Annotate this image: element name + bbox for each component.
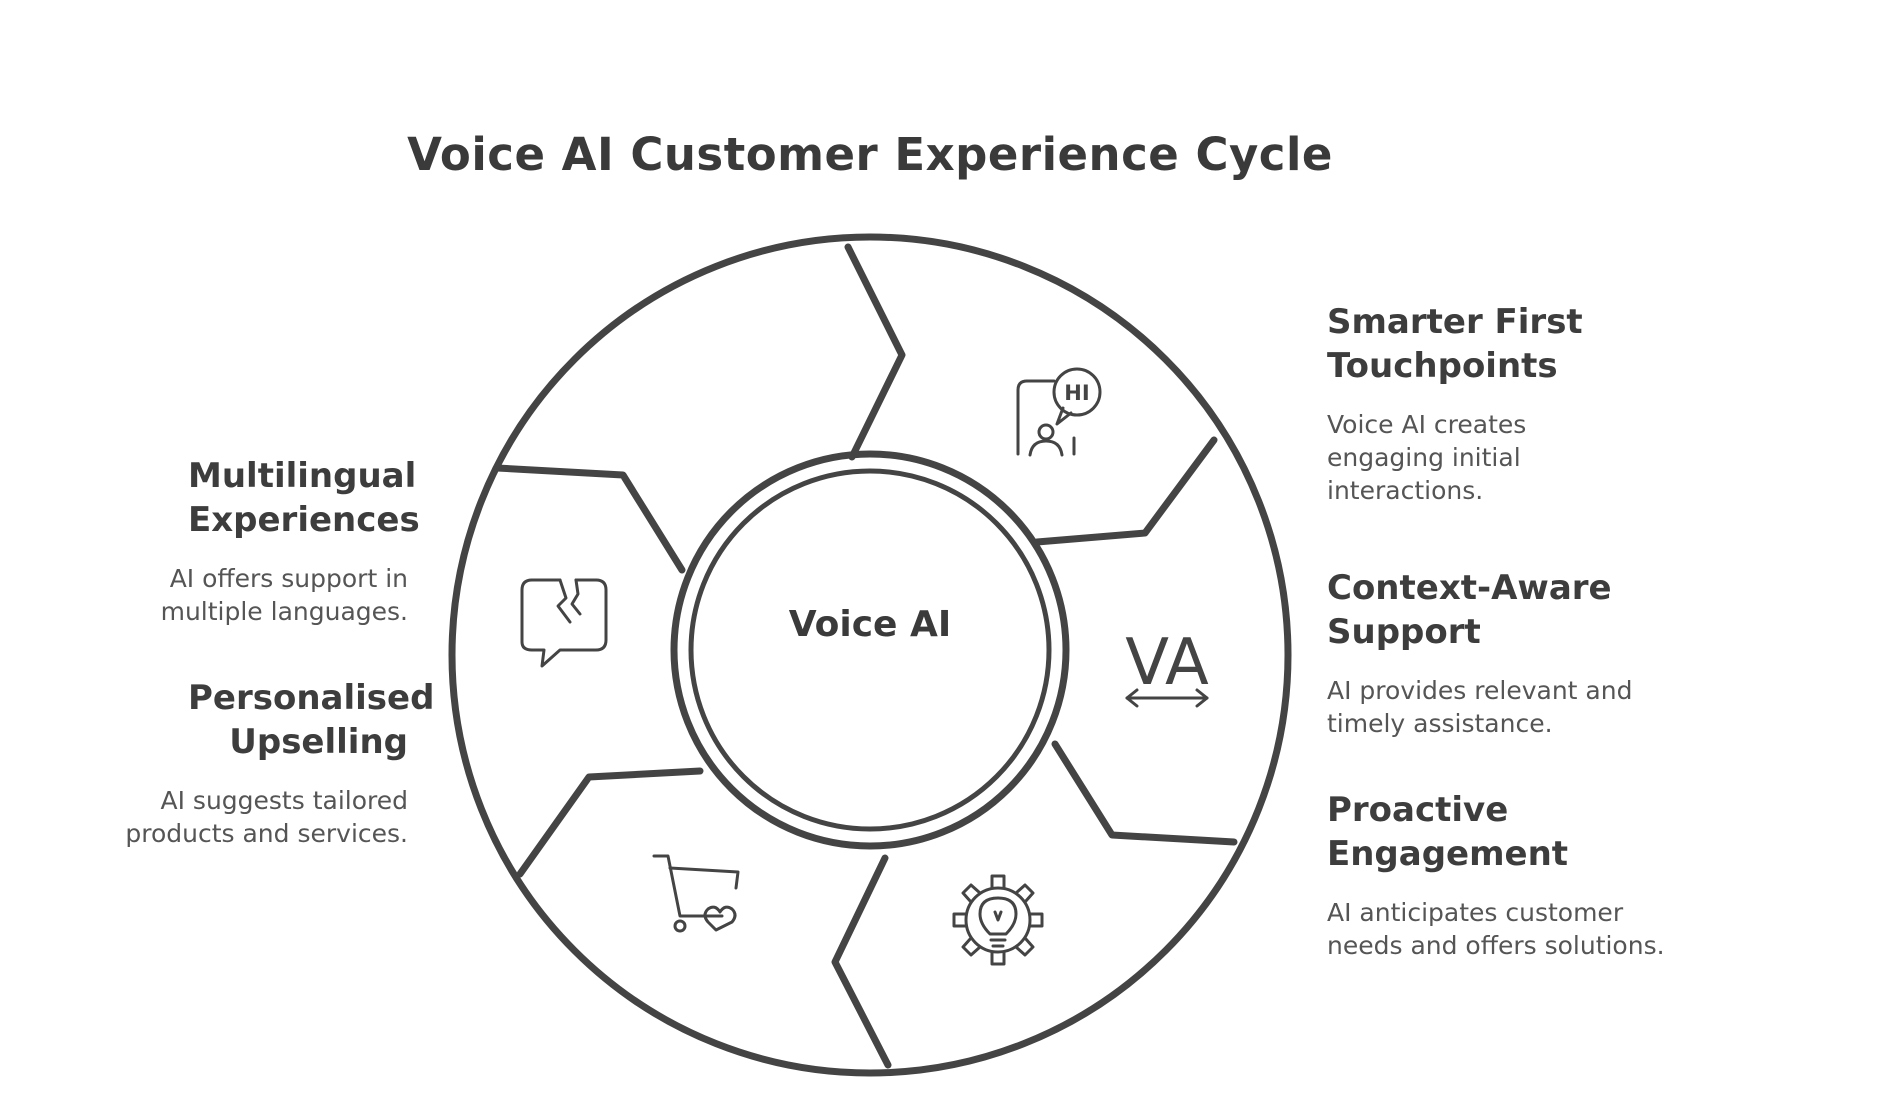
callout-description: Voice AI creates engaging initial intera…	[1327, 410, 1527, 505]
callout-description: AI provides relevant and timely assistan…	[1327, 676, 1633, 738]
broken-speech-bubble-icon	[520, 578, 608, 668]
callout-multilingual-experiences: Multilingual Experiences AI offers suppo…	[28, 454, 420, 628]
callout-description: AI anticipates customer needs and offers…	[1327, 898, 1665, 960]
hi-text: HI	[1064, 381, 1089, 405]
inner-ring-inner	[688, 468, 1052, 832]
divider-lower-left	[516, 767, 704, 878]
divider-upper-right	[1033, 436, 1218, 546]
callout-heading: Personalised Upselling	[188, 678, 435, 762]
divider-upper-left	[493, 464, 686, 574]
voice-assistant-va-icon: VA	[1125, 626, 1209, 708]
va-text: VA	[1125, 626, 1209, 700]
cart-heart-icon	[652, 854, 740, 933]
divider-bottom	[831, 854, 892, 1069]
callout-heading: Proactive Engagement	[1327, 790, 1569, 874]
callout-heading: Multilingual Experiences	[188, 456, 420, 540]
callout-description: AI offers support in multiple languages.	[160, 564, 408, 626]
callout-personalised-upselling: Personalised Upselling AI suggests tailo…	[28, 676, 435, 850]
callout-description: AI suggests tailored products and servic…	[125, 786, 408, 848]
callout-proactive-engagement: Proactive Engagement AI anticipates cust…	[1327, 788, 1707, 962]
callout-smarter-first-touchpoints: Smarter First Touchpoints Voice AI creat…	[1327, 300, 1707, 507]
callout-heading: Context-Aware Support	[1327, 568, 1612, 652]
callout-context-aware-support: Context-Aware Support AI provides releva…	[1327, 566, 1707, 740]
center-label: Voice AI	[789, 604, 952, 645]
segment-dividers	[493, 243, 1238, 1069]
diagram-title: Voice AI Customer Experience Cycle	[407, 128, 1333, 182]
inner-ring-outer	[670, 450, 1070, 850]
outer-ring	[448, 233, 1292, 1077]
divider-top	[844, 243, 906, 461]
gear-lightbulb-icon	[952, 874, 1044, 966]
divider-lower-right	[1051, 740, 1238, 846]
phone-chat-hi-icon: HI	[1016, 367, 1102, 457]
callout-heading: Smarter First Touchpoints	[1327, 302, 1583, 386]
